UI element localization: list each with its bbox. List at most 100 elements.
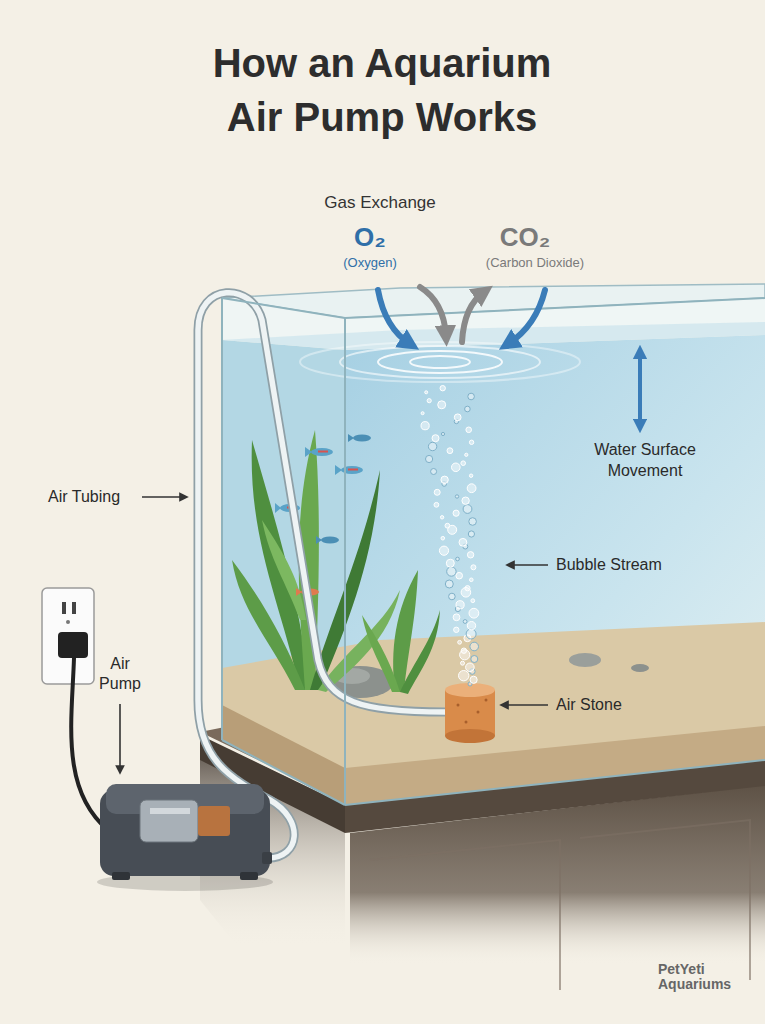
gravel-bed-part	[345, 726, 765, 805]
aquatic-plants-part	[400, 610, 440, 694]
fish-part-part	[321, 537, 339, 544]
surface-ripples	[300, 342, 580, 382]
fish-part-part	[348, 469, 358, 471]
aquatic-plants	[232, 430, 440, 694]
bubble-stream-part	[447, 448, 453, 454]
bubble-stream-part	[468, 393, 475, 400]
cabinet-part	[370, 840, 560, 990]
bubble-stream-part	[471, 599, 475, 603]
glass-edges-part	[344, 318, 346, 805]
bubble-stream-part	[426, 455, 433, 462]
fish-part-part	[311, 448, 333, 456]
air-pump-part	[198, 806, 230, 836]
gas-name: (Carbon Dioxide)	[465, 255, 605, 271]
gas-exchange-arrows-part	[378, 290, 410, 344]
bubble-stream-part	[452, 463, 461, 472]
bubble-stream-part	[463, 620, 467, 624]
bubble-stream-part	[470, 642, 479, 651]
bubble-stream-part	[438, 401, 446, 409]
bubble-stream-part	[456, 557, 460, 561]
bubble-stream-part	[421, 412, 424, 415]
glass-edges-part	[345, 760, 765, 805]
part-label: Bubble Stream	[556, 555, 716, 574]
glass-edges-part	[345, 298, 765, 318]
section-heading: Gas Exchange	[270, 193, 490, 213]
bubble-stream-part	[434, 489, 440, 495]
gas-name: (Oxygen)	[325, 255, 415, 271]
fish-part-part	[335, 465, 342, 475]
air-stone-part	[465, 721, 468, 724]
bubble-stream-part	[465, 406, 471, 412]
watermark: PetYeti Aquariums	[658, 962, 758, 993]
aquarium-tank-part	[222, 322, 765, 350]
fish-part	[316, 536, 339, 544]
part-label: Air Tubing	[48, 487, 140, 506]
gas-exchange-arrows	[378, 287, 545, 344]
gas-exchange-arrows-part	[420, 287, 446, 336]
air-stone-part	[445, 683, 495, 697]
bubble-stream-part	[454, 627, 459, 632]
rocks	[326, 653, 649, 698]
fish	[275, 434, 371, 596]
rocks-part	[569, 653, 601, 667]
bubble-stream-part	[441, 432, 444, 435]
wall-outlet-part	[66, 620, 70, 624]
glass-edges-part	[221, 298, 223, 740]
bubble-stream-part	[469, 440, 473, 444]
fish-part-part	[296, 588, 302, 596]
surface-ripples-part	[410, 356, 470, 368]
bubble-stream-part	[461, 661, 465, 665]
air-tubing-part	[198, 293, 445, 858]
fish-part	[305, 447, 333, 457]
fish-part	[348, 434, 371, 442]
bubble-stream-part	[456, 601, 464, 609]
fish-part-part	[275, 503, 281, 513]
cabinet-part	[580, 820, 750, 980]
bubble-stream-part	[467, 552, 473, 558]
bubble-stream-part	[445, 580, 453, 588]
fish-part-part	[318, 451, 328, 453]
surface-ripples-part	[378, 351, 502, 373]
bubble-stream-part	[465, 453, 468, 456]
bubble-stream-part	[421, 422, 429, 430]
bubble-stream-part	[461, 648, 466, 653]
air-stone-part	[457, 704, 460, 707]
bubble-stream-part	[468, 531, 474, 537]
air-stone-part	[445, 729, 495, 743]
glass-edges-part	[222, 740, 345, 805]
air-pump-part	[112, 872, 130, 880]
glass-edges-part	[222, 298, 345, 318]
fish-part-part	[305, 447, 312, 457]
leader-arrows-part	[504, 704, 548, 706]
leader-arrows	[120, 497, 548, 770]
wall-outlet	[42, 588, 94, 684]
bubble-stream-part	[428, 442, 436, 450]
air-tubing-part	[198, 293, 445, 858]
wall-outlet-part	[72, 602, 76, 614]
air-pump-part	[240, 872, 258, 880]
fish-part-part	[348, 434, 354, 442]
bubble-stream-part	[459, 671, 469, 681]
air-pump	[97, 784, 273, 891]
bubble-stream-part	[469, 474, 472, 477]
bubble-stream-part	[439, 546, 448, 555]
glass-edges	[222, 298, 765, 805]
aquatic-plants-part	[362, 615, 400, 692]
bubble-stream-part	[427, 399, 431, 403]
bubble-stream-part	[455, 495, 458, 498]
bubble-stream-part	[432, 435, 439, 442]
gas-symbol: O₂	[335, 222, 405, 253]
air-stone-part	[477, 711, 480, 714]
bubble-stream-part	[458, 640, 462, 644]
bubble-stream-part	[470, 676, 477, 683]
bubble-stream-part	[470, 578, 474, 582]
part-label: Water Surface Movement	[570, 440, 720, 482]
air-stone	[445, 683, 495, 743]
bubble-stream-part	[461, 461, 466, 466]
bubble-stream-part	[463, 505, 472, 514]
bubble-stream-part	[467, 484, 476, 493]
rocks-part	[631, 664, 649, 672]
bubble-stream-part	[462, 497, 469, 504]
